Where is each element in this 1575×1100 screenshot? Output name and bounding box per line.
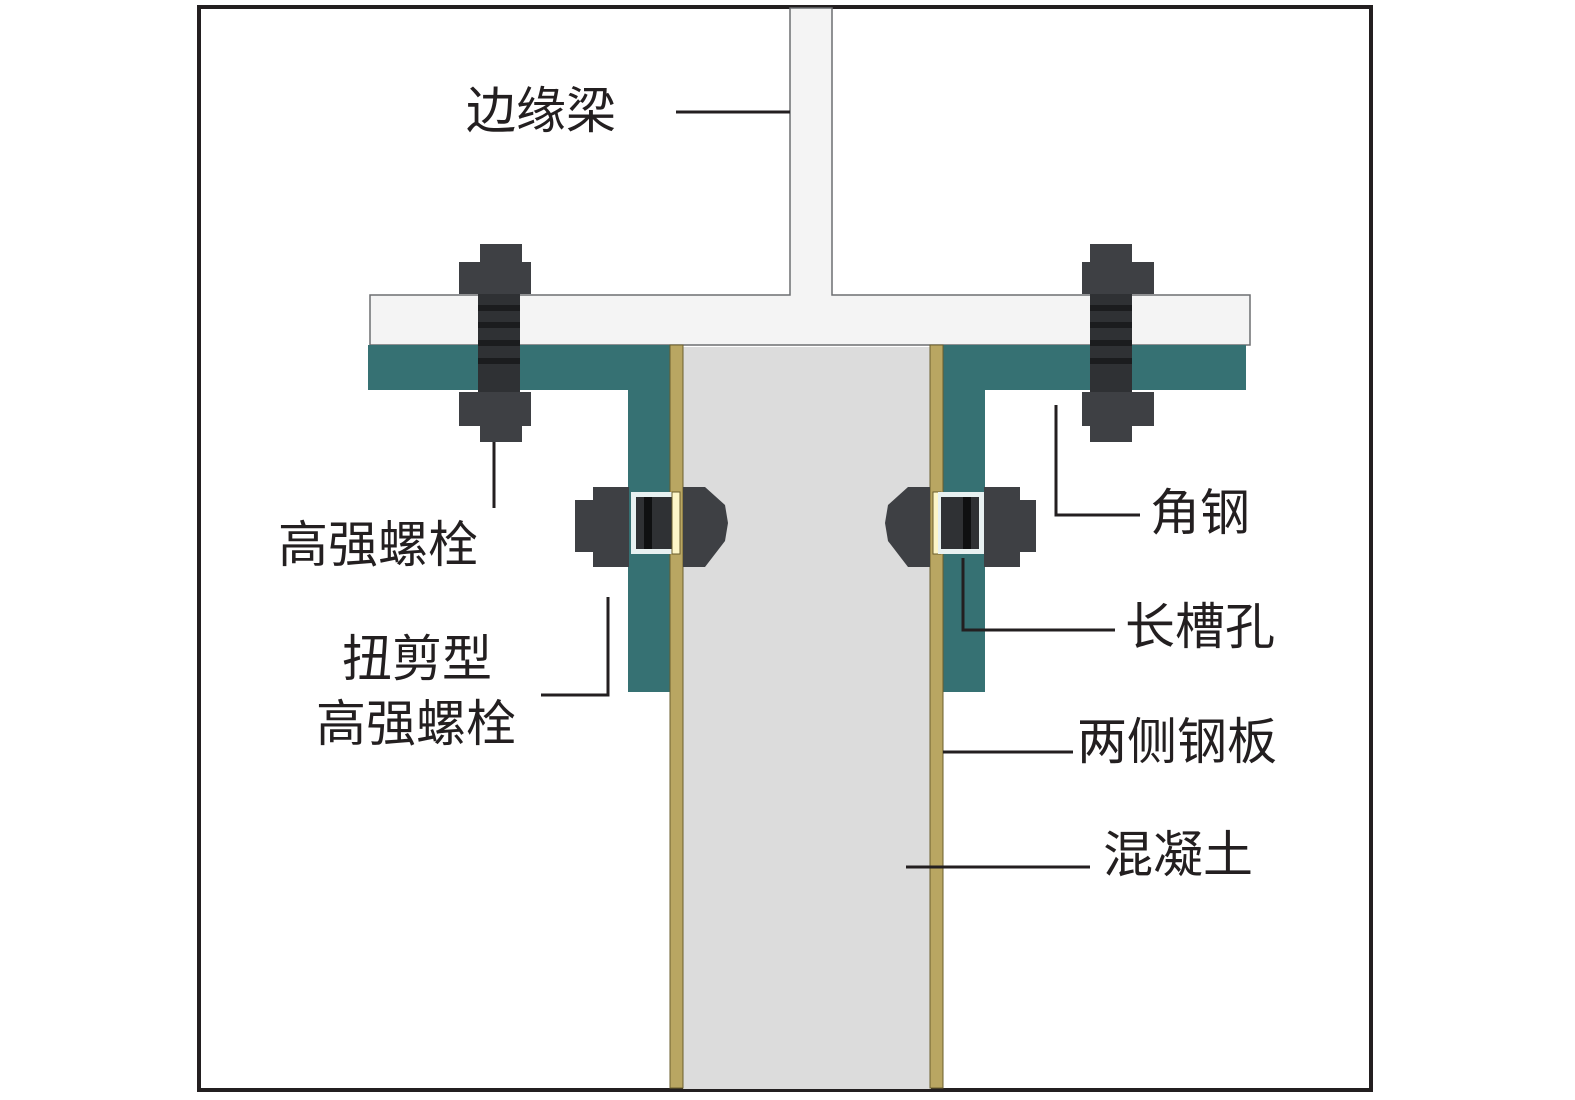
hs-bolt-right: [1082, 244, 1154, 442]
angle-steel-right: [942, 345, 1246, 692]
label-slot-hole: 长槽孔: [1125, 598, 1275, 656]
label-angle-steel: 角钢: [1150, 484, 1250, 542]
label-ts-bolt-line2: 高强螺栓: [316, 695, 516, 753]
angle-steel-left: [368, 345, 670, 692]
hs-bolt-left: [459, 244, 531, 442]
steel-plate-left: [669, 344, 684, 1089]
label-steel-plates: 两侧钢板: [1077, 713, 1277, 771]
leader-angle-steel: [1054, 405, 1140, 517]
label-edge-beam: 边缘梁: [466, 82, 616, 140]
edge-beam: [369, 7, 1251, 346]
leader-ts-bolt: [541, 597, 610, 697]
steel-plate-right: [929, 344, 944, 1089]
ts-bolt-right: [885, 487, 1036, 567]
leader-slot-hole: [961, 558, 1115, 632]
label-hs-bolt: 高强螺栓: [278, 516, 478, 574]
label-ts-bolt-line1: 扭剪型: [342, 630, 492, 688]
ts-bolt-left: [575, 487, 728, 567]
concrete-core: [683, 347, 931, 1089]
label-concrete: 混凝土: [1103, 826, 1253, 884]
